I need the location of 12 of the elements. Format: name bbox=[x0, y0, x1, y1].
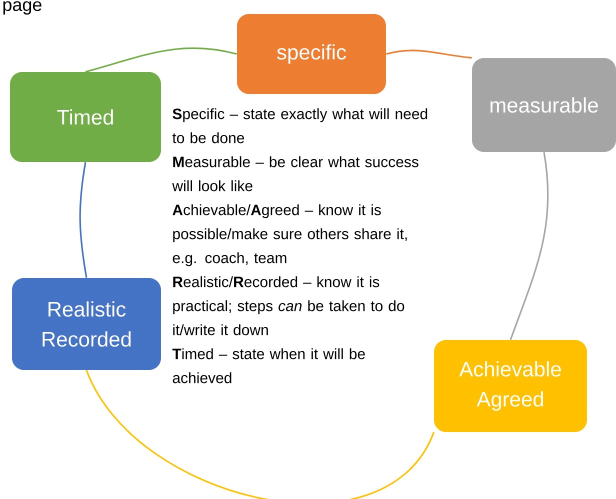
connector-arc bbox=[386, 50, 472, 59]
connector-arc bbox=[79, 162, 88, 278]
rounded-box: measurable bbox=[472, 58, 616, 152]
rounded-box: specific bbox=[237, 14, 386, 94]
connector-arc bbox=[510, 152, 549, 340]
rounded-box: Timed bbox=[10, 72, 161, 162]
connector-arc bbox=[85, 47, 237, 73]
rounded-box: Achievable Agreed bbox=[434, 340, 587, 432]
connector-arc bbox=[86, 370, 434, 499]
rounded-box: Realistic Recorded bbox=[12, 278, 161, 370]
definition-text: Timed – state when it will be achieved bbox=[172, 348, 365, 384]
heading-text: page bbox=[3, 1, 42, 15]
